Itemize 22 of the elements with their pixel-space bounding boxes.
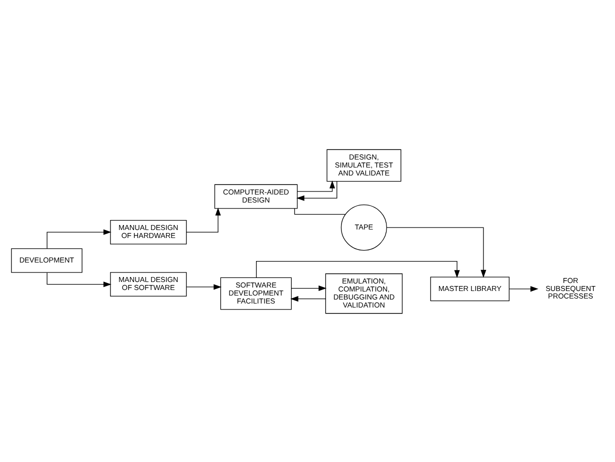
arrow: [290, 296, 326, 302]
arrow: [256, 260, 460, 278]
node-box: MASTER LIBRARY: [430, 276, 510, 301]
arrow: [46, 228, 112, 248]
arrow: [186, 284, 222, 290]
node-box: SOFTWARE DEVELOPMENT FACILITIES: [220, 276, 292, 310]
arrow: [296, 180, 338, 200]
node-circle: TAPE: [340, 204, 387, 250]
arrow: [46, 272, 112, 287]
arrow: [297, 180, 336, 192]
arrow: [386, 226, 486, 278]
node-box: MANUAL DESIGN OF SOFTWARE: [110, 272, 187, 296]
node-box: EMULATION, COMPILATION, DEBUGGING AND VALIDATION: [325, 272, 403, 314]
connector: [294, 208, 346, 214]
node-box: DEVELOPMENT: [11, 248, 82, 272]
arrow: [186, 207, 221, 232]
node-text: FOR SUBSEQUENT PROCESSES: [546, 275, 596, 300]
arrow: [509, 286, 538, 292]
arrow: [291, 285, 327, 291]
node-box: DESIGN, SIMULATE, TEST AND VALIDATE: [326, 148, 402, 182]
node-box: MANUAL DESIGN OF HARDWARE: [110, 219, 187, 244]
node-box: COMPUTER-AIDED DESIGN: [214, 184, 298, 208]
